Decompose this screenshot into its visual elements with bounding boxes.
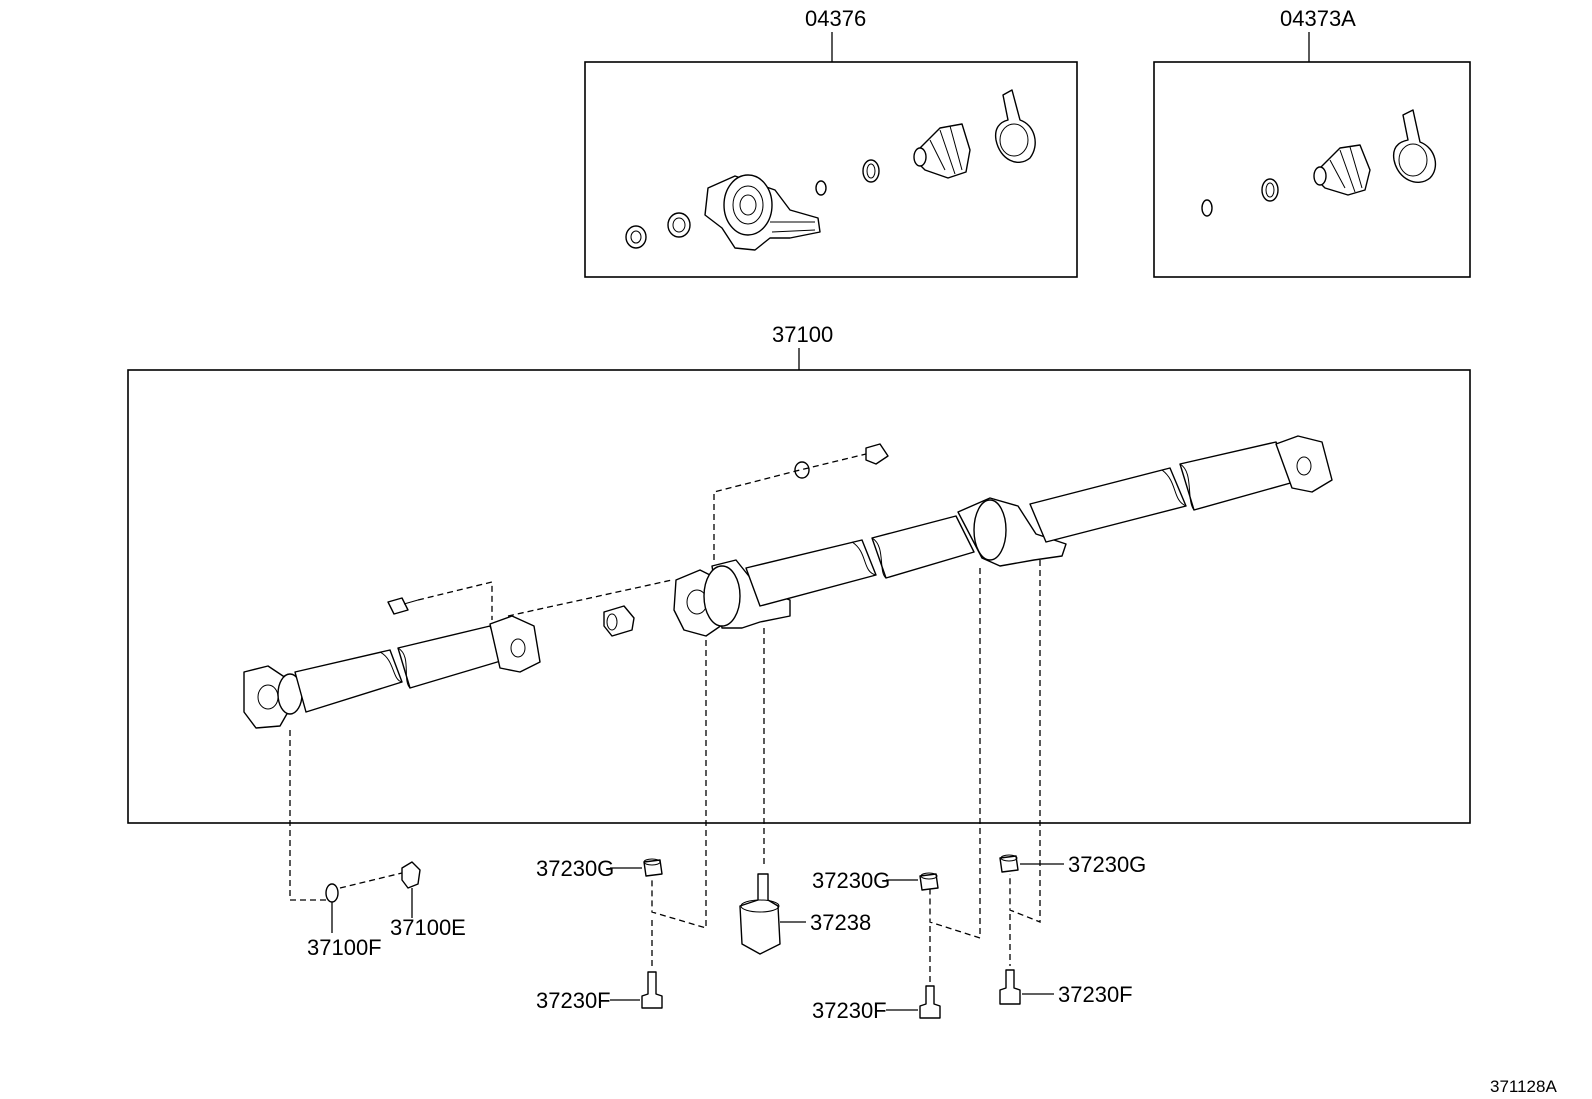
label-04373a[interactable]: 04373A <box>1280 6 1356 31</box>
label-04376[interactable]: 04376 <box>805 6 866 31</box>
propeller-shaft-drawing <box>243 435 1333 729</box>
kit-04373a-group: 04373A <box>1153 6 1471 278</box>
washer-37100f <box>325 883 339 903</box>
label-37230g-mid[interactable]: 37230G <box>812 868 890 893</box>
diagram-ref-code: 371128A <box>1490 1077 1557 1096</box>
kit-04373a-parts <box>1201 109 1437 217</box>
assembly-lines <box>289 453 1041 984</box>
kit-04376-group: 04376 <box>584 6 1078 278</box>
shaft-assy-frame <box>127 369 1471 824</box>
center-support-stud <box>739 873 781 955</box>
bolt-right <box>999 969 1021 1005</box>
label-37100[interactable]: 37100 <box>772 322 833 347</box>
bolt-mid <box>919 985 941 1019</box>
label-37238[interactable]: 37238 <box>810 910 871 935</box>
cushion-mid <box>919 873 939 891</box>
kit-04376-parts <box>625 89 1036 251</box>
label-37100f[interactable]: 37100F <box>307 935 382 960</box>
label-37230f-right[interactable]: 37230F <box>1058 982 1133 1007</box>
bolt-left <box>641 971 663 1009</box>
label-37230f-left[interactable]: 37230F <box>536 988 611 1013</box>
label-37230f-mid[interactable]: 37230F <box>812 998 887 1023</box>
cushion-left <box>643 859 663 877</box>
shaft-assy-group: 37100 <box>127 322 1471 984</box>
cushion-right <box>999 855 1019 873</box>
loose-parts: 37100F 37100E 37230G 37230F 37238 37230G… <box>307 852 1146 1023</box>
kit-04376-frame <box>584 61 1078 278</box>
label-37230g-left[interactable]: 37230G <box>536 856 614 881</box>
nut-37100e <box>401 861 421 889</box>
kit-04373a-frame <box>1153 61 1471 278</box>
label-37100e[interactable]: 37100E <box>390 915 466 940</box>
label-37230g-right[interactable]: 37230G <box>1068 852 1146 877</box>
